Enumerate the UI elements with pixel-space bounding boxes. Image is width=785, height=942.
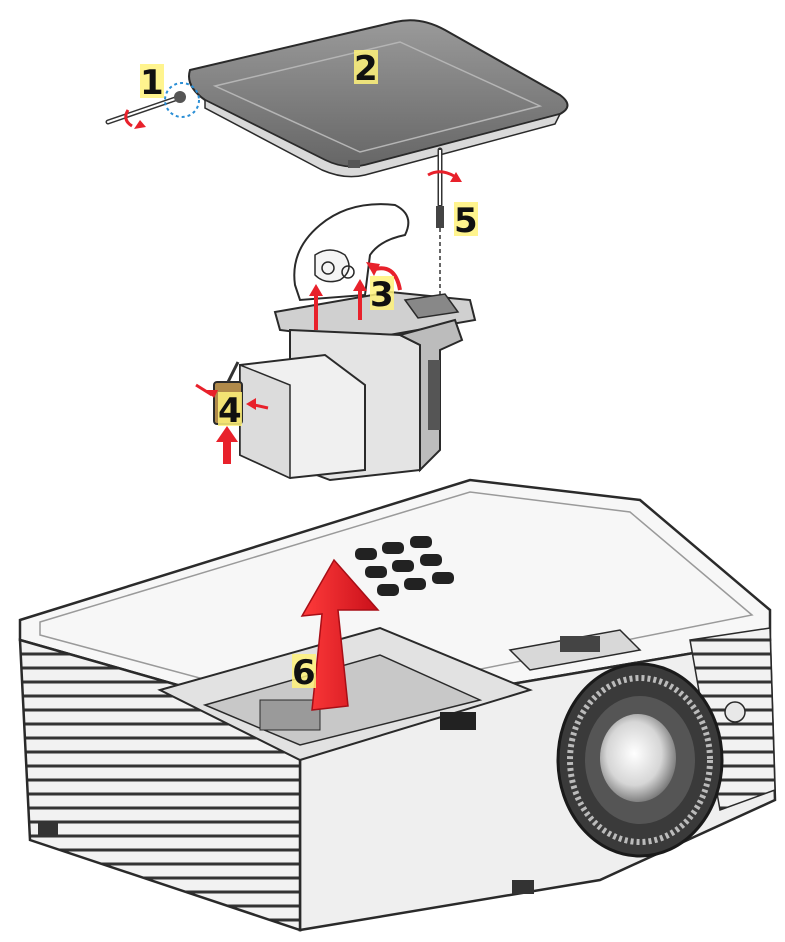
screw-icon xyxy=(436,206,444,228)
step-1-label: 1 xyxy=(140,63,164,103)
hand-icon xyxy=(293,203,410,302)
step-5-label: 5 xyxy=(454,201,478,241)
lamp-cover xyxy=(188,19,569,178)
cover-screw-group xyxy=(105,82,200,129)
step-6-label: 6 xyxy=(292,653,316,693)
screw-icon xyxy=(174,91,186,103)
lamp-screw-group xyxy=(427,147,462,300)
lamp-module-icon xyxy=(213,290,477,482)
projector-lens xyxy=(556,662,724,858)
step-3-label: 3 xyxy=(370,275,394,315)
lift-arrow-icon xyxy=(300,558,380,711)
step-2-label: 2 xyxy=(354,49,378,89)
control-keypad xyxy=(355,536,454,596)
step-3-arrows xyxy=(309,262,402,330)
step-labels: 1 2 3 4 5 6 xyxy=(140,49,478,693)
projector-icon xyxy=(18,478,777,932)
step-4-label: 4 xyxy=(218,391,242,431)
step-4-arrows xyxy=(195,383,269,464)
